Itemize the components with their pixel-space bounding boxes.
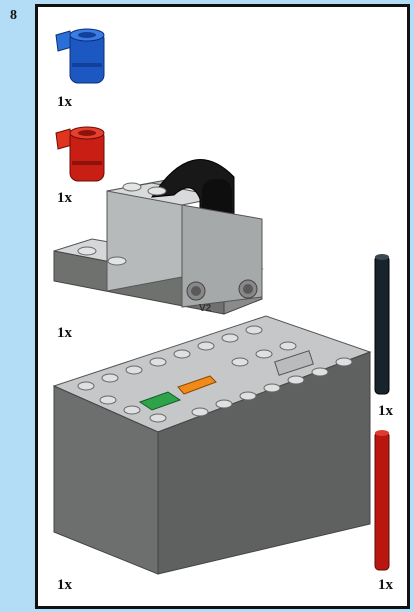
red-axle-icon — [373, 428, 391, 574]
blue-connector-quantity: 1x — [57, 94, 72, 111]
black-axle-icon — [373, 252, 391, 398]
battery-box-icon — [50, 312, 372, 574]
blue-connector-icon — [52, 27, 112, 89]
black-axle-quantity: 1x — [378, 403, 393, 420]
red-axle-quantity: 1x — [378, 577, 393, 594]
parts-list-panel: 1x 1x V2 1x — [35, 4, 410, 609]
ir-receiver-icon — [52, 139, 272, 319]
step-number: 8 — [10, 8, 17, 24]
battery-box-quantity: 1x — [57, 577, 72, 594]
